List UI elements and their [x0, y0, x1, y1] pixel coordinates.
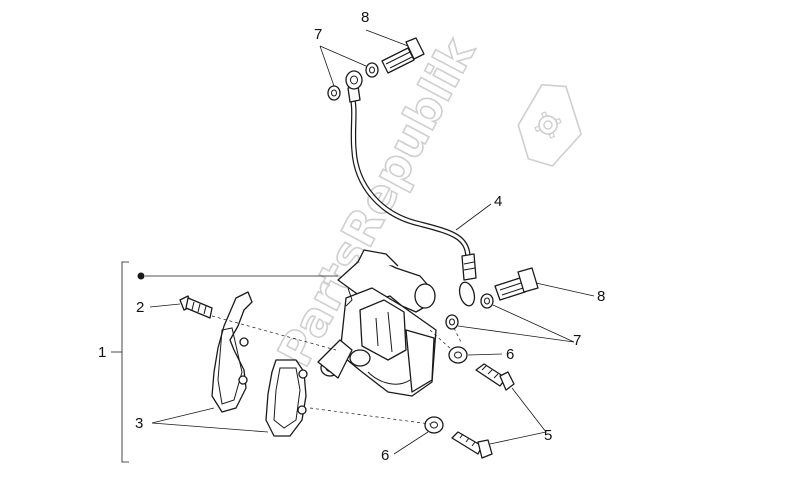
caliper-bolt-lower — [451, 431, 493, 459]
brake-caliper — [317, 249, 437, 397]
banjo-bolt-right — [494, 267, 539, 301]
callout-4: 4 — [494, 193, 502, 210]
callout-7-top: 7 — [314, 26, 322, 43]
callout-2: 2 — [136, 299, 144, 316]
brake-pad-left — [211, 291, 253, 413]
callout-8-right: 8 — [597, 288, 605, 305]
right-fitting-group — [445, 267, 539, 330]
callout-6-lower: 6 — [381, 447, 389, 464]
washer-upper — [448, 346, 468, 364]
gear-icon — [517, 83, 583, 167]
callout-8-top: 8 — [361, 9, 369, 26]
top-fitting-group — [327, 37, 425, 101]
banjo-bolt-top — [381, 37, 425, 74]
washer-lower — [424, 416, 444, 434]
leader-lines — [149, 29, 595, 455]
callout-7-right: 7 — [573, 332, 581, 349]
brake-pad-right — [265, 359, 308, 437]
callout-1: 1 — [98, 344, 106, 361]
brake-hose — [347, 85, 477, 307]
caliper-bolt-upper — [475, 363, 515, 391]
assembly-bracket — [111, 261, 338, 463]
callout-6-upper: 6 — [506, 346, 514, 363]
callout-labels: 1 2 3 4 5 6 6 7 7 8 8 — [98, 9, 605, 464]
alignment-lines — [211, 315, 463, 425]
screw-pin — [179, 295, 213, 319]
callout-5: 5 — [544, 427, 552, 444]
assembly-dot — [137, 272, 145, 280]
callout-3: 3 — [135, 415, 143, 432]
